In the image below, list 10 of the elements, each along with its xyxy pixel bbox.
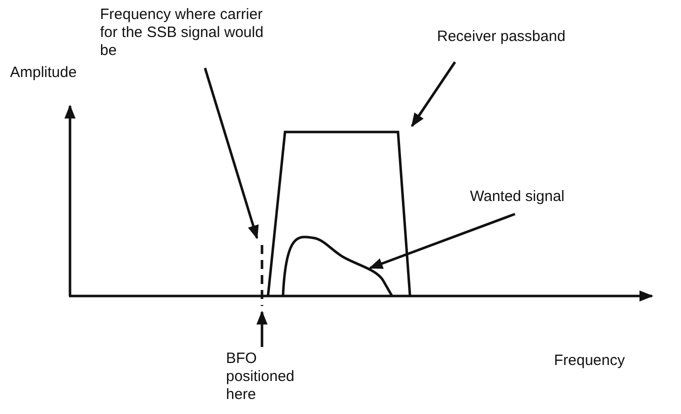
callout-text: Frequency where carrier for the SSB signal would be [100, 6, 275, 60]
leader-arrow [256, 310, 268, 347]
callout-text: Wanted signal [470, 188, 610, 206]
leader-arrow [368, 212, 516, 270]
leader-arrow [204, 68, 259, 240]
callout-text: Receiver passband [437, 28, 607, 46]
axis-label: Amplitude [10, 64, 77, 82]
callout-text: BFO positioned here [226, 350, 316, 404]
axis-label: Frequency [554, 352, 625, 370]
leader-arrow [410, 61, 456, 128]
